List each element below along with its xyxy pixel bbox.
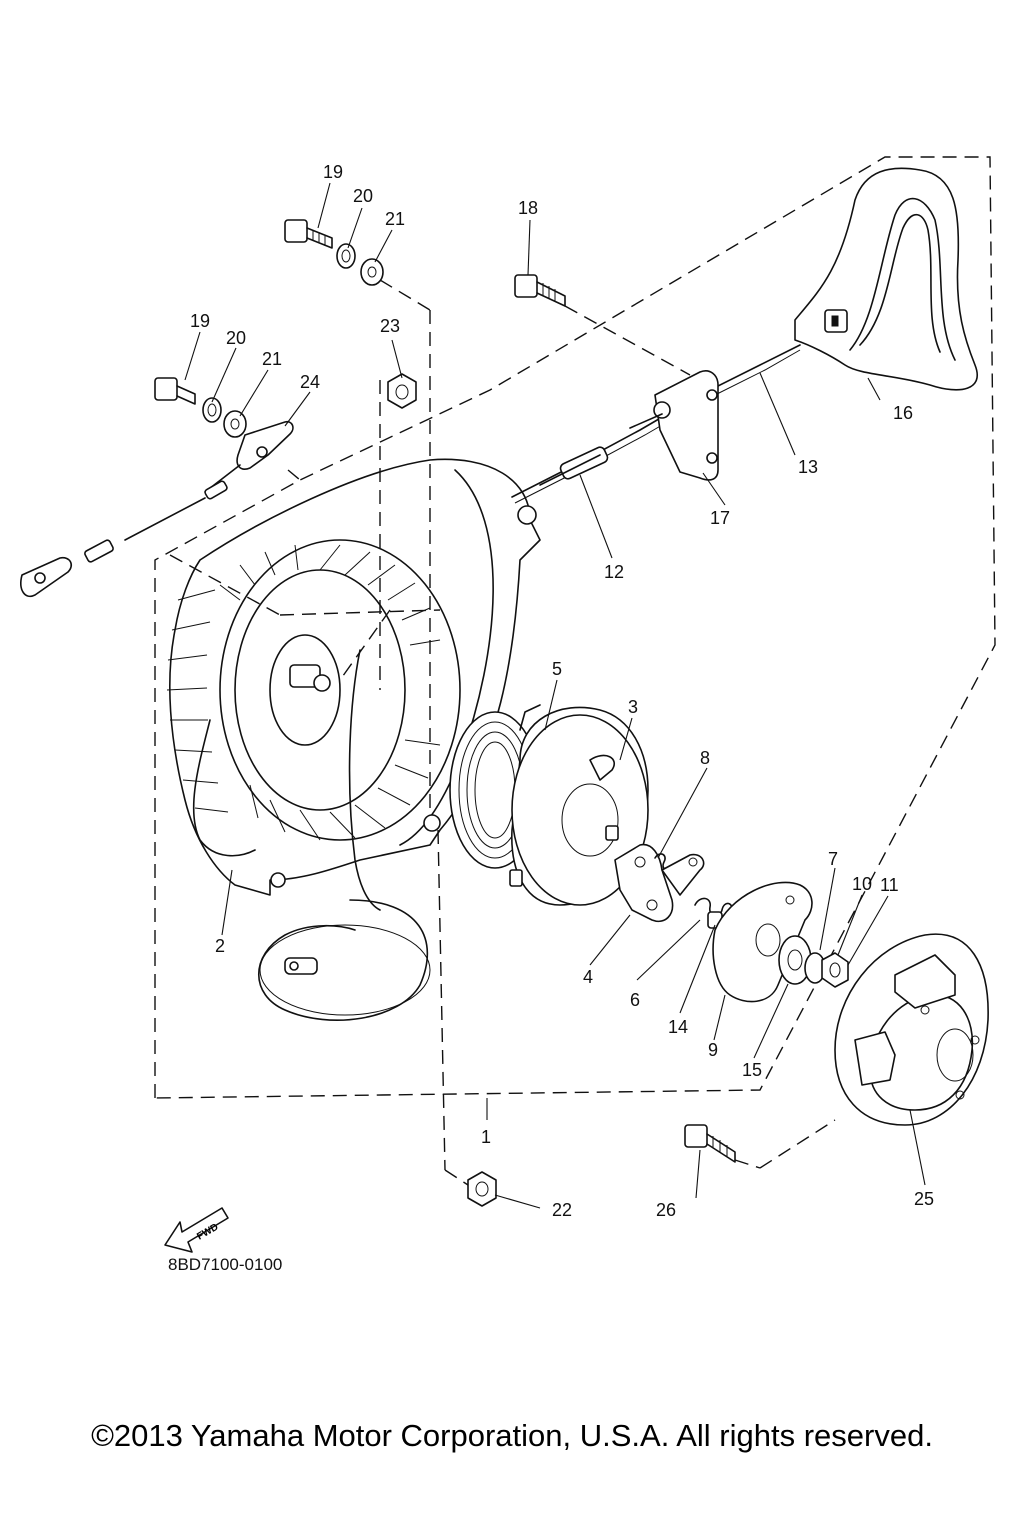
label-part-14: 14 [668, 1017, 688, 1037]
ratchet-pawl[interactable] [614, 843, 674, 922]
label-part-20-lower: 20 [226, 328, 246, 348]
label-part-7: 7 [828, 849, 838, 869]
fwd-arrow-icon: FWD [164, 1207, 229, 1253]
bolt-18[interactable] [514, 274, 566, 307]
label-part-13: 13 [798, 457, 818, 477]
bolt-19-upper[interactable] [284, 219, 333, 249]
label-part-2: 2 [215, 936, 225, 956]
washer-21-lower[interactable] [223, 410, 247, 438]
label-part-22: 22 [552, 1200, 572, 1220]
bolt-19-lower[interactable] [154, 377, 196, 405]
label-part-19-lower: 19 [190, 311, 210, 331]
part-labels: 19 20 21 18 19 20 21 23 24 16 13 17 12 5… [190, 162, 934, 1220]
drawing-code: 8BD7100-0100 [168, 1255, 282, 1274]
leader-lines [169, 182, 926, 1209]
label-part-20-upper: 20 [353, 186, 373, 206]
cable-bracket[interactable] [629, 370, 719, 481]
nut-23[interactable] [387, 373, 417, 409]
rope-clip [284, 957, 318, 975]
label-part-5: 5 [552, 659, 562, 679]
label-part-23: 23 [380, 316, 400, 336]
label-part-3: 3 [628, 697, 638, 717]
stop-cable-assembly[interactable] [20, 420, 294, 597]
starter-cable[interactable] [511, 344, 801, 498]
assembly-boundary-dashed [154, 156, 996, 1099]
label-part-21-upper: 21 [385, 209, 405, 229]
copyright-notice: ©2013 Yamaha Motor Corporation, U.S.A. A… [91, 1418, 933, 1453]
label-part-19-upper: 19 [323, 162, 343, 182]
label-part-6: 6 [630, 990, 640, 1010]
rope-coil[interactable] [258, 899, 429, 1021]
label-part-1: 1 [481, 1127, 491, 1147]
starter-rope[interactable] [348, 649, 381, 911]
label-part-9: 9 [708, 1040, 718, 1060]
bolt-26[interactable] [684, 1124, 736, 1163]
label-part-8: 8 [700, 748, 710, 768]
label-part-15: 15 [742, 1060, 762, 1080]
hex-nut[interactable] [821, 952, 849, 988]
cable-sleeve[interactable] [539, 446, 609, 486]
label-part-12: 12 [604, 562, 624, 582]
label-part-17: 17 [710, 508, 730, 528]
label-part-4: 4 [583, 967, 593, 987]
label-part-18: 18 [518, 198, 538, 218]
label-part-26: 26 [656, 1200, 676, 1220]
starter-handle[interactable] [794, 167, 978, 391]
label-part-11: 11 [880, 875, 899, 895]
label-part-16: 16 [893, 403, 913, 423]
lock-washer-20-upper[interactable] [336, 243, 356, 269]
lock-washer-20-lower[interactable] [202, 397, 222, 423]
nut-22[interactable] [467, 1171, 497, 1207]
label-part-24: 24 [300, 372, 320, 392]
sheave-drum[interactable] [509, 706, 649, 906]
washer-21-upper[interactable] [360, 258, 384, 286]
label-part-25: 25 [914, 1189, 934, 1209]
pawl-arm[interactable] [661, 853, 705, 896]
starter-pulley[interactable] [834, 933, 989, 1126]
label-part-10: 10 [852, 874, 872, 894]
friction-plate[interactable] [712, 881, 813, 1003]
label-part-21-lower: 21 [262, 349, 282, 369]
